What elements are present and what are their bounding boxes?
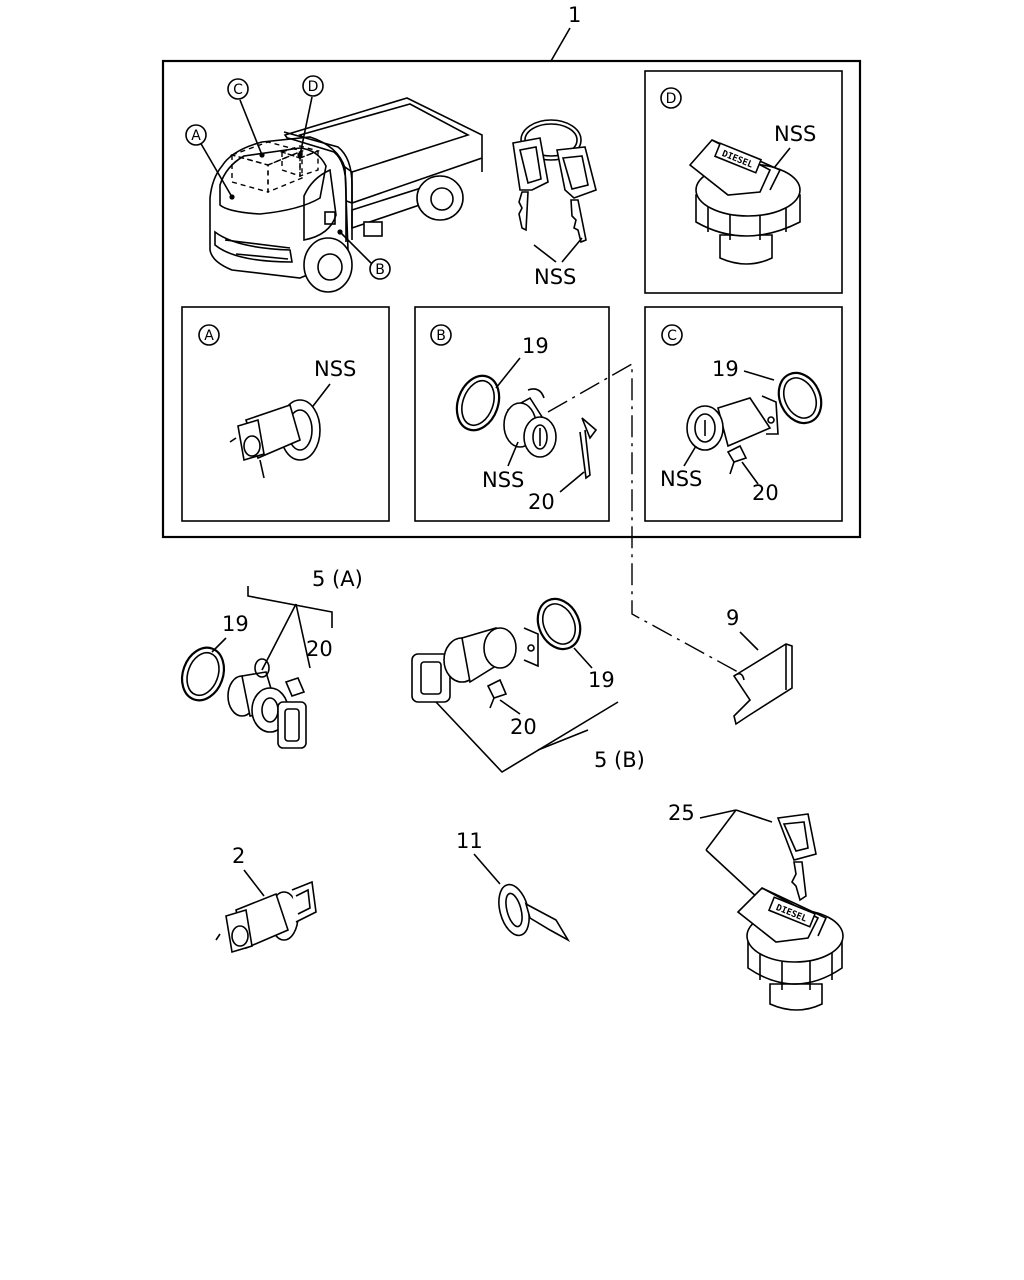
panel-b: B 19 NSS 20 — [414, 306, 610, 522]
truck-illustration — [199, 96, 483, 293]
part-5a-label: 5 (A) — [312, 567, 363, 591]
panel-a-frame — [181, 306, 390, 522]
panel-c-callout: C — [667, 328, 677, 344]
truck-callout-a: A — [185, 124, 207, 146]
truck-callout-d: D — [302, 75, 324, 97]
truck-callout-c: C — [227, 78, 249, 100]
panel-d: D NSS DIESEL — [644, 70, 843, 294]
part-5a: 5 (A) 19 20 — [180, 567, 363, 749]
panel-d-nss-label: NSS — [774, 122, 816, 146]
panel-b-nss-label: NSS — [482, 468, 524, 492]
panel-b-19-label: 19 — [522, 334, 549, 358]
kit-number-label: 1 — [568, 3, 581, 27]
panel-a-callout: A — [204, 328, 214, 344]
part-2: 2 — [215, 844, 317, 954]
part-5a-19-label: 19 — [222, 612, 249, 636]
kit-leader — [550, 27, 571, 62]
panel-a: A NSS — [181, 306, 390, 522]
panel-c: C 19 NSS 20 — [644, 306, 843, 522]
panel-c-20-label: 20 — [752, 481, 779, 505]
kit-frame: 1 — [161, 3, 862, 539]
panel-b-callout: B — [436, 328, 446, 344]
part-25-label: 25 — [668, 801, 695, 825]
part-5b-19-label: 19 — [588, 668, 615, 692]
part-2-label: 2 — [232, 844, 245, 868]
part-11: 11 — [456, 829, 571, 943]
svg-text:B: B — [375, 262, 385, 278]
svg-text:A: A — [191, 128, 201, 144]
part-5b: 19 20 5 (B) — [411, 597, 645, 774]
panel-d-callout: D — [666, 91, 677, 107]
panel-c-19-label: 19 — [712, 357, 739, 381]
kit-outer-frame — [161, 59, 862, 539]
panel-b-frame — [414, 306, 610, 522]
keys-nss-label: NSS — [534, 265, 576, 289]
part-9: 9 — [726, 606, 793, 726]
panel-c-nss-label: NSS — [660, 467, 702, 491]
svg-text:D: D — [308, 79, 319, 95]
svg-text:C: C — [233, 82, 243, 98]
panel-d-frame — [644, 70, 843, 294]
key-ring-illustration: NSS — [512, 119, 597, 289]
truck-callout-b: B — [369, 258, 391, 280]
part-5a-20-label: 20 — [306, 637, 333, 661]
part-5b-label: 5 (B) — [594, 748, 645, 772]
part-9-label: 9 — [726, 606, 739, 630]
part-25: 25 DIESEL — [668, 801, 844, 1011]
panel-a-nss-label: NSS — [314, 357, 356, 381]
part-5b-20-label: 20 — [510, 715, 537, 739]
reference-chain-line — [547, 362, 739, 673]
panel-c-frame — [644, 306, 843, 522]
part-11-label: 11 — [456, 829, 483, 853]
panel-b-20-label: 20 — [528, 490, 555, 514]
